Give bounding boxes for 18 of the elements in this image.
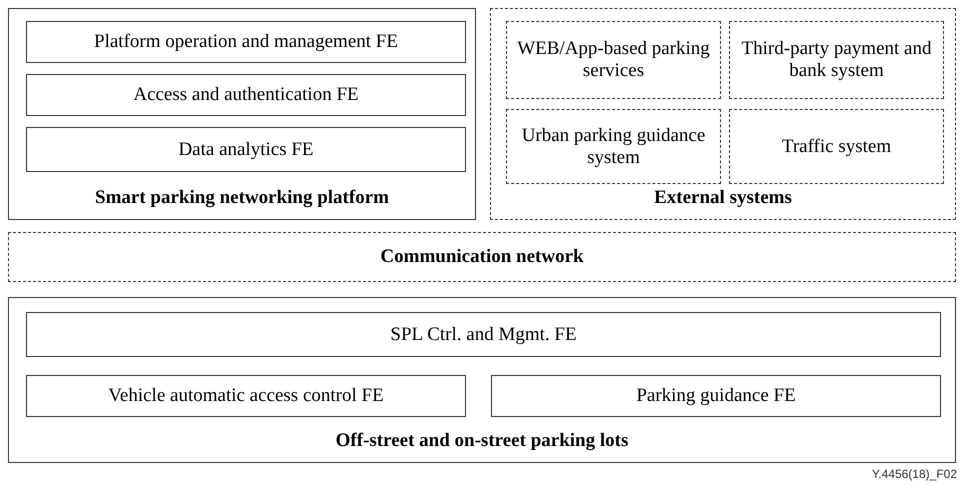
function-box: Traffic system (729, 109, 944, 184)
figure-id: Y.4456(18)_F02 (872, 467, 957, 481)
function-box: Vehicle automatic access control FE (26, 375, 466, 417)
group-heading: External systems (653, 187, 793, 209)
function-box: Parking guidance FE (491, 375, 941, 417)
function-box: WEB/App-based parking services (506, 21, 721, 99)
function-box: Platform operation and management FE (26, 21, 466, 63)
group-panel (8, 8, 476, 220)
group-heading: Smart parking networking platform (94, 187, 390, 209)
network-band: Communication network (8, 232, 956, 282)
group-panel (490, 8, 956, 220)
function-box: Access and authentication FE (26, 74, 466, 116)
function-box: Urban parking guidance system (506, 109, 721, 184)
group-panel (8, 297, 956, 463)
function-box: SPL Ctrl. and Mgmt. FE (26, 312, 941, 357)
function-box: Data analytics FE (26, 127, 466, 172)
group-heading: Off-street and on-street parking lots (334, 430, 630, 452)
function-box: Third-party payment and bank system (729, 21, 944, 99)
